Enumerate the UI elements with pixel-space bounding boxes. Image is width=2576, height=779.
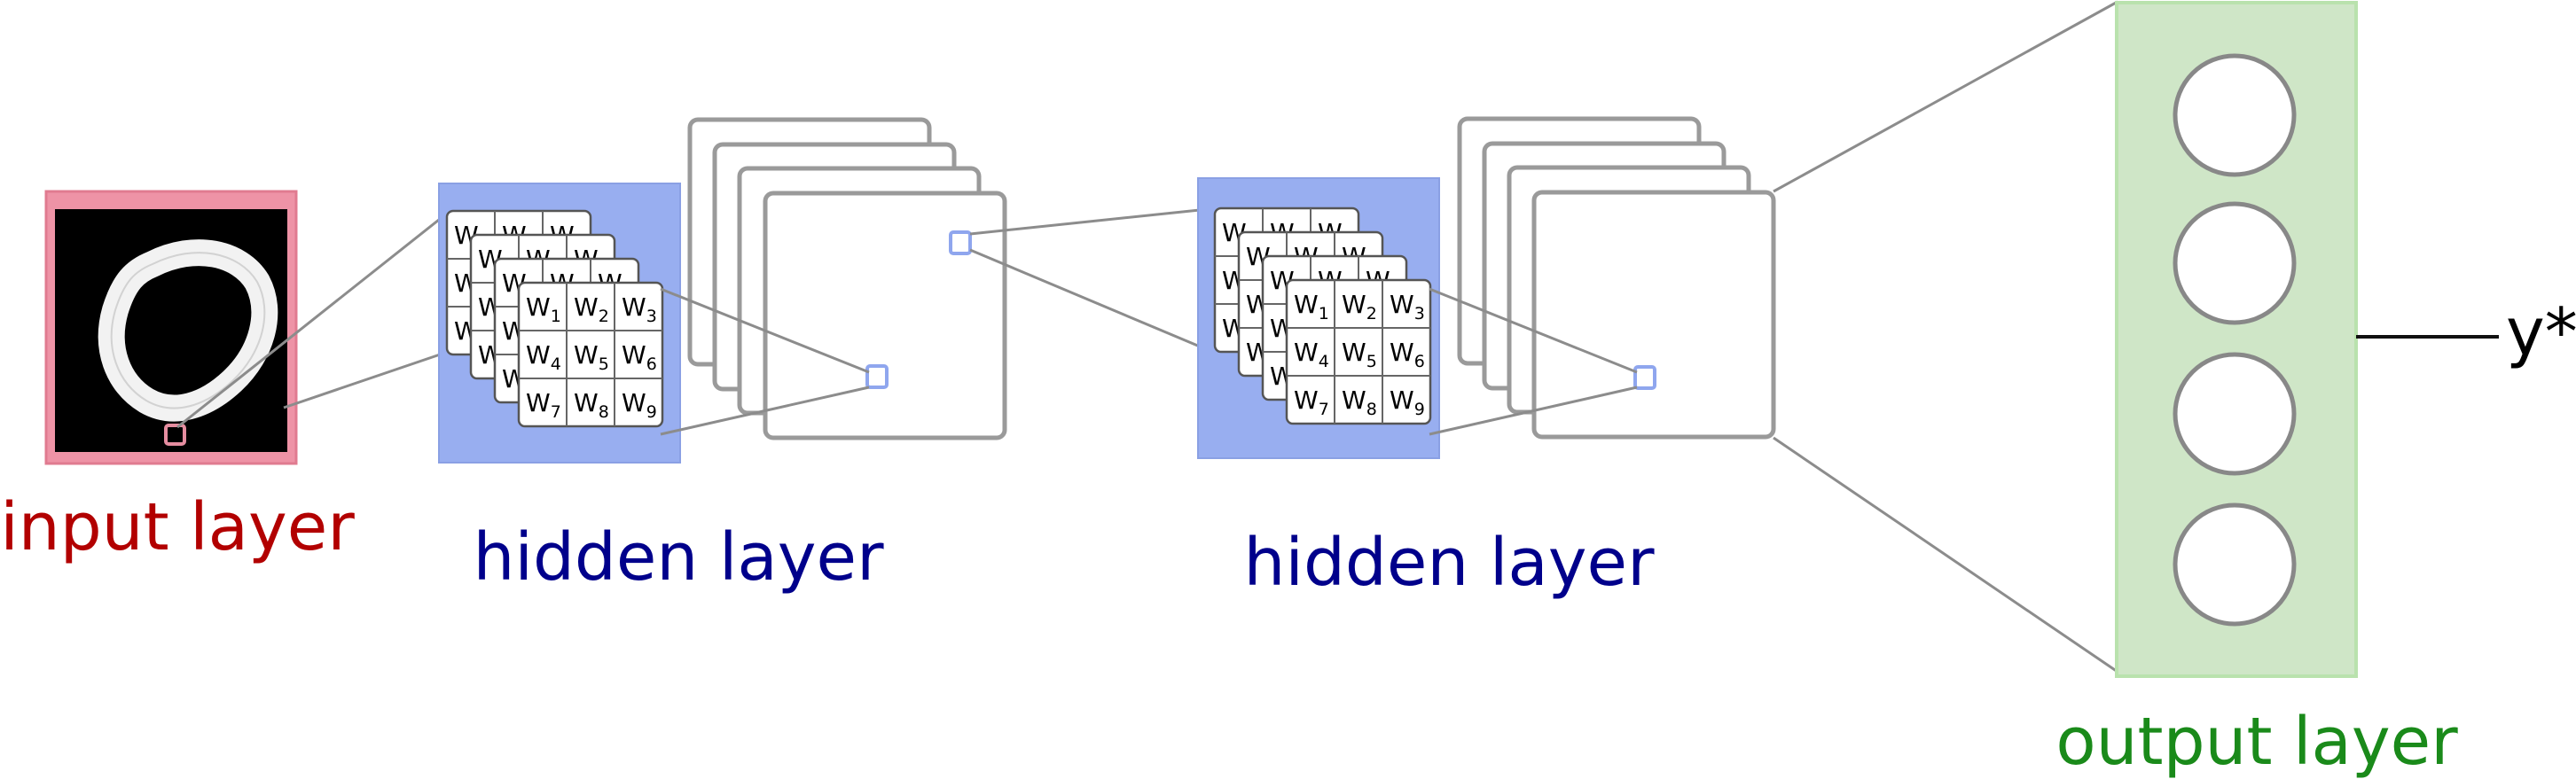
kernel-weight: W5	[1342, 338, 1377, 371]
kernel-weight: W7	[526, 388, 561, 422]
feature-map	[763, 191, 1007, 440]
output-neurons	[2173, 53, 2297, 627]
feature-map-1-source-marker	[949, 230, 972, 255]
output-layer-label: output layer	[2055, 704, 2458, 779]
output-neuron	[2173, 352, 2297, 476]
feature-map-2-marker	[1633, 365, 1656, 390]
connections-kernel1-to-map	[660, 287, 870, 436]
kernel-weight: W1	[1294, 290, 1329, 323]
kernel-weight: W1	[526, 292, 561, 326]
feature-maps-1	[687, 117, 1007, 440]
output-neuron	[2173, 53, 2297, 177]
input-layer-label: input layer	[0, 489, 355, 565]
hidden-layer-1-label: hidden layer	[473, 519, 884, 596]
hidden-layer-2-label: hidden layer	[1243, 525, 1655, 601]
output-neuron	[2173, 201, 2297, 325]
output-symbol-y-star: y*	[2506, 294, 2576, 370]
connections-input-to-hidden1	[176, 211, 449, 429]
output-layer: y* output layer	[2055, 1, 2576, 779]
hidden-layer-1: W1W2W3W4W5W6W7W8W9W1W2W3W4W5W6W7W8W9W1W2…	[438, 117, 1007, 596]
kernel-weight: W3	[622, 292, 657, 326]
kernel-card-frame	[517, 281, 664, 428]
kernel-weight: W6	[622, 340, 657, 374]
kernel-weight: W9	[622, 388, 657, 422]
feature-map	[1531, 190, 1776, 440]
kernel-weight: W6	[1390, 338, 1425, 371]
input-layer: input layer	[0, 190, 355, 565]
kernel-weight: W3	[1390, 290, 1425, 323]
receptive-field-marker	[164, 424, 186, 446]
kernel-weight: W8	[1342, 386, 1377, 419]
kernel-stack-1: W1W2W3W4W5W6W7W8W9W1W2W3W4W5W6W7W8W9W1W2…	[445, 209, 664, 428]
feature-maps-2	[1457, 116, 1776, 440]
hidden-layer-2: W1W2W3W4W5W6W7W8W9W1W2W3W4W5W6W7W8W9W1W2…	[1197, 116, 1776, 601]
kernel-stack-2: W1W2W3W4W5W6W7W8W9W1W2W3W4W5W6W7W8W9W1W2…	[1213, 206, 1432, 425]
connections-kernel2-to-map	[1429, 287, 1638, 436]
connections-hidden2-to-output	[1773, 0, 2118, 674]
digit-zero-edge	[110, 252, 266, 409]
kernel-weight: W9	[1390, 386, 1425, 419]
kernel-weight: W4	[1294, 338, 1329, 371]
output-neuron	[2173, 502, 2297, 627]
kernel-weight: W5	[574, 340, 609, 374]
kernel-weight: W7	[1294, 386, 1329, 419]
kernel-card-frame	[1285, 278, 1432, 425]
connections-hidden1-to-hidden2	[969, 206, 1218, 355]
kernel-weight: W4	[526, 340, 561, 374]
kernel-weight: W2	[574, 292, 609, 326]
feature-map-1-marker	[865, 364, 889, 389]
kernel-weight: W2	[1342, 290, 1377, 323]
kernel-weight: W8	[574, 388, 609, 422]
